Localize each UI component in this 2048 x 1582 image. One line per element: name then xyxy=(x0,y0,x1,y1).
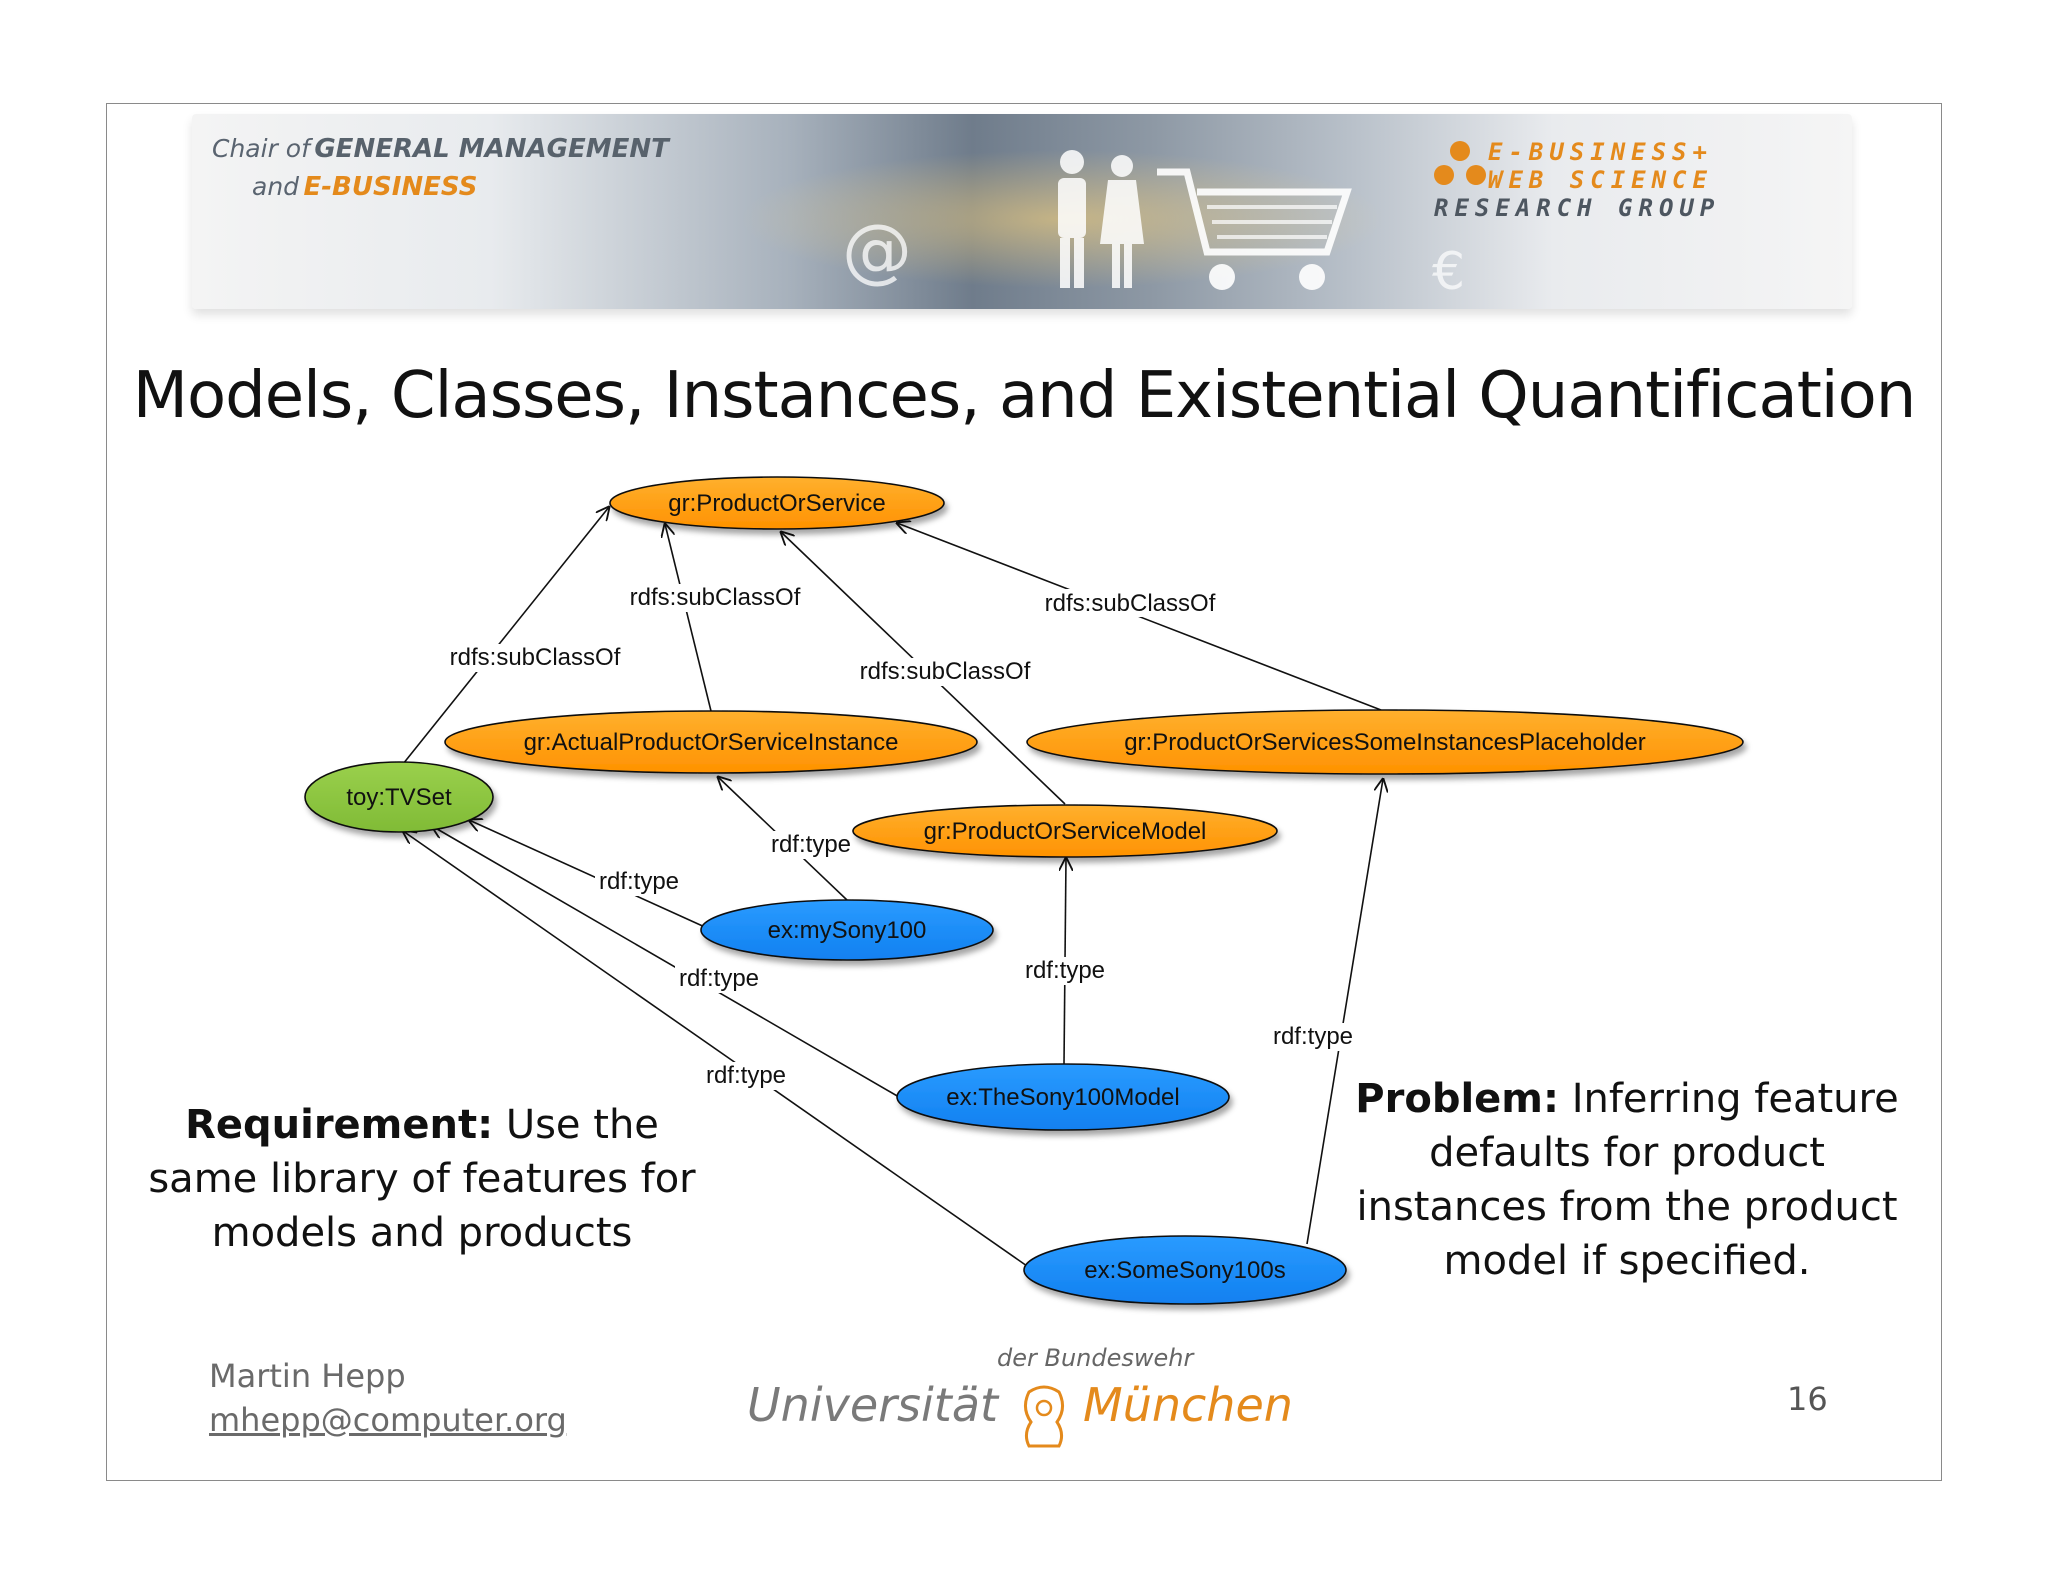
rdf-diagram: rdfs:subClassOf rdfs:subClassOf rdfs:sub… xyxy=(304,476,1744,1305)
label-type-mysony-actual: rdf:type xyxy=(771,831,851,858)
author-name: Martin Hepp xyxy=(209,1357,406,1395)
label-type-sonymodel-tvset: rdf:type xyxy=(679,965,759,992)
label-type-somesony-tvset: rdf:type xyxy=(706,1062,786,1089)
at-sign-icon: @ xyxy=(842,209,912,291)
label-subclass-placeholder: rdfs:subClassOf xyxy=(1045,590,1216,617)
edge-actual-subclass xyxy=(665,524,712,712)
problem-body: Inferring feature defaults for product i… xyxy=(1356,1076,1899,1284)
ebusiness-text: E-BUSINESS xyxy=(303,172,478,202)
requirement-text: Requirement: Use the same library of fea… xyxy=(137,1098,707,1260)
label-type-sonymodel-model: rdf:type xyxy=(1025,957,1105,984)
edge-somesony-type-tvset xyxy=(403,831,1028,1267)
group-line3: RESEARCH GROUP xyxy=(1434,194,1721,222)
problem-label: Problem: xyxy=(1355,1076,1559,1122)
requirement-label: Requirement: xyxy=(185,1102,494,1148)
crest-icon xyxy=(1009,1382,1079,1457)
people-icon xyxy=(1042,144,1152,299)
edge-somesony-type-placeholder xyxy=(1306,779,1383,1245)
chair-of-text: Chair of xyxy=(212,134,310,163)
page-number: 16 xyxy=(1787,1380,1828,1418)
requirement-body: Use the same library of features for mod… xyxy=(148,1102,696,1256)
shopping-cart-icon xyxy=(1152,162,1362,307)
label-subclass-tvset: rdfs:subClassOf xyxy=(450,644,621,671)
group-line2: WEB SCIENCE xyxy=(1488,166,1713,194)
node-label-mysony: ex:mySony100 xyxy=(768,917,927,944)
uni-subtitle: der Bundeswehr xyxy=(997,1344,1194,1372)
node-label-model: gr:ProductOrServiceModel xyxy=(924,818,1207,845)
node-sony-model xyxy=(896,1063,1230,1131)
research-group-logo-icon xyxy=(1432,139,1488,194)
node-label-sony-model: ex:TheSony100Model xyxy=(946,1084,1179,1111)
label-subclass-actual: rdfs:subClassOf xyxy=(630,584,801,611)
uni-name-left: Universität xyxy=(747,1378,999,1432)
label-subclass-model: rdfs:subClassOf xyxy=(860,658,1031,685)
node-label-product-or-service: gr:ProductOrService xyxy=(668,490,885,517)
chair-title: Chair of GENERAL MANAGEMENT and E-BUSINE… xyxy=(212,132,669,208)
general-management-text: GENERAL MANAGEMENT xyxy=(314,134,669,164)
node-label-actual-instance: gr:ActualProductOrServiceInstance xyxy=(524,729,899,756)
node-tvset xyxy=(304,761,494,833)
euro-icon: € xyxy=(1432,242,1466,302)
header-banner: Chair of GENERAL MANAGEMENT and E-BUSINE… xyxy=(192,114,1852,309)
slide: Chair of GENERAL MANAGEMENT and E-BUSINE… xyxy=(106,103,1942,1481)
node-label-some-sony: ex:SomeSony100s xyxy=(1084,1257,1285,1284)
edge-sonymodel-type-tvset xyxy=(432,826,900,1098)
university-logo: der Bundeswehr Universität München xyxy=(747,1344,1347,1454)
slide-title: Models, Classes, Instances, and Existent… xyxy=(132,359,1917,433)
node-actual-instance xyxy=(444,710,978,774)
uni-name-right: München xyxy=(1083,1378,1293,1432)
node-model xyxy=(852,804,1278,858)
problem-text: Problem: Inferring feature defaults for … xyxy=(1347,1072,1907,1288)
label-type-somesony-placeholder: rdf:type xyxy=(1273,1023,1353,1050)
group-line1: E-BUSINESS+ xyxy=(1488,138,1713,166)
node-mysony xyxy=(700,899,994,961)
node-product-or-service xyxy=(609,476,945,530)
node-label-placeholder: gr:ProductOrServicesSomeInstancesPlaceho… xyxy=(1124,729,1646,756)
research-group-text: E-BUSINESS+ WEB SCIENCE RESEARCH GROUP xyxy=(1434,138,1720,222)
edge-tvset-subclass xyxy=(402,507,609,765)
node-placeholder xyxy=(1026,709,1744,775)
label-type-mysony-tvset: rdf:type xyxy=(599,868,679,895)
node-label-tvset: toy:TVSet xyxy=(346,784,452,811)
author-email-link[interactable]: mhepp@computer.org xyxy=(209,1401,567,1439)
node-some-sony xyxy=(1023,1235,1347,1305)
author-block: Martin Hepp mhepp@computer.org xyxy=(209,1354,567,1442)
and-text: and xyxy=(252,172,300,201)
edge-mysony-type-tvset xyxy=(469,820,708,929)
